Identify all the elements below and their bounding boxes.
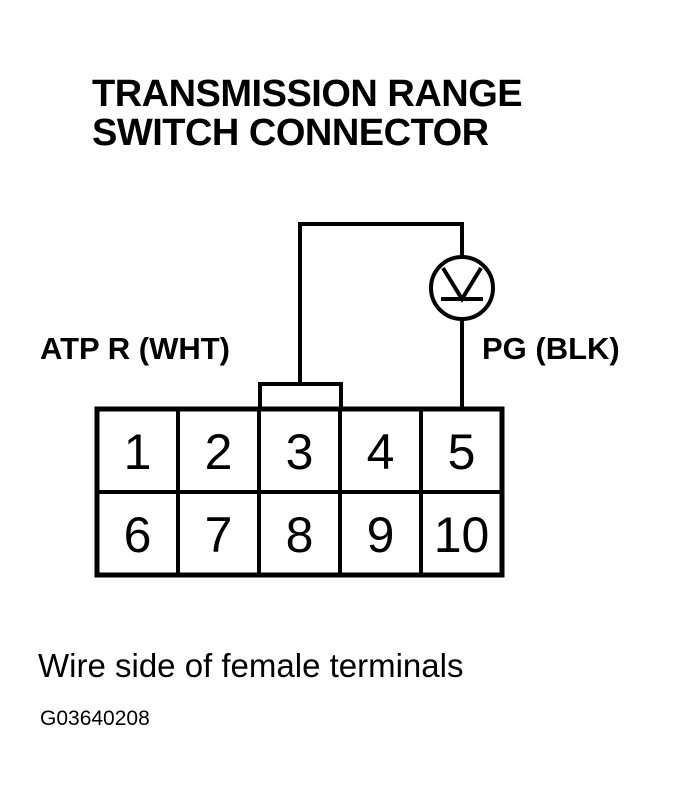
wire-label-pg: PG (BLK): [482, 331, 620, 366]
terminal-6: 6: [124, 507, 152, 563]
figure-code: G03640208: [40, 707, 150, 730]
wire-label-atp-r: ATP R (WHT): [40, 331, 230, 366]
test-lead-wire-positive: [298, 222, 464, 384]
terminal-7: 7: [205, 507, 233, 563]
connector-locking-tab: [258, 382, 343, 411]
connector-body: [94, 406, 505, 578]
diagram-title-line2: SWITCH CONNECTOR: [92, 112, 489, 154]
terminal-1: 1: [124, 424, 152, 480]
terminal-5: 5: [448, 424, 476, 480]
terminal-10: 10: [434, 507, 490, 563]
voltmeter-icon: [429, 255, 495, 321]
terminal-3: 3: [286, 424, 314, 480]
terminal-8: 8: [286, 507, 314, 563]
diagram-caption: Wire side of female terminals: [38, 647, 464, 684]
diagram-title-line1: TRANSMISSION RANGE: [92, 73, 523, 115]
terminal-numbers: 1 2 3 4 5 6 7 8 9 10: [124, 424, 490, 563]
terminal-2: 2: [205, 424, 233, 480]
terminal-4: 4: [367, 424, 395, 480]
terminal-9: 9: [367, 507, 395, 563]
